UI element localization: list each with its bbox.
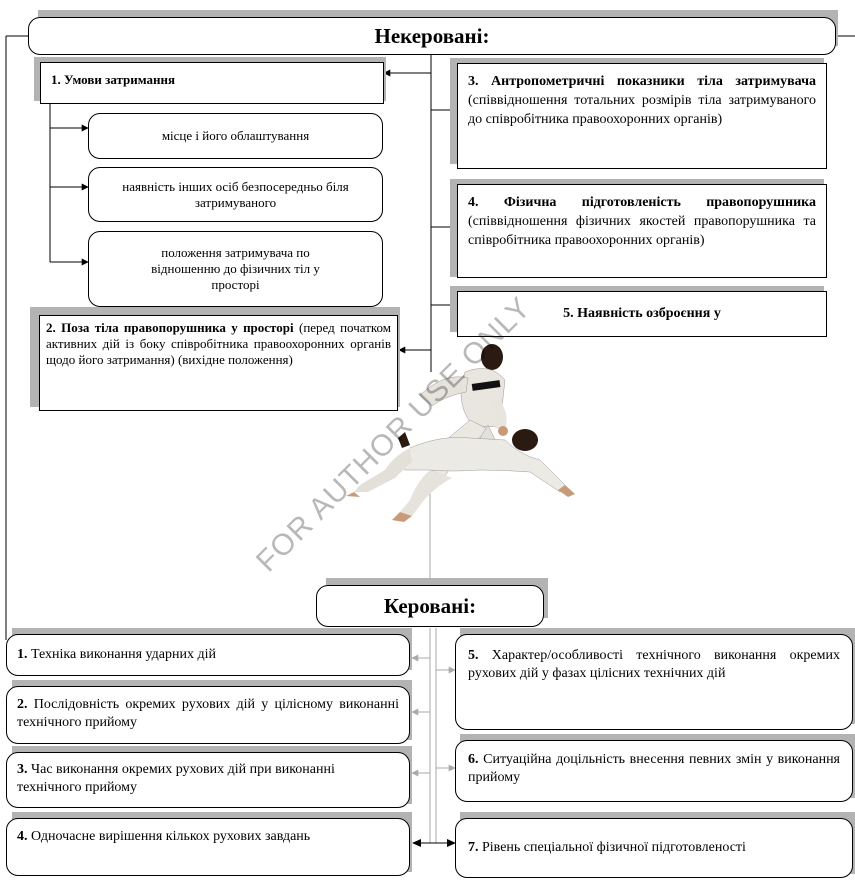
controlled-item-4: 4. Одночасне вирішення кількох рухових з… xyxy=(6,818,410,876)
armament-heading: 5. Наявність озброєння у xyxy=(563,306,721,321)
armament-box: 5. Наявність озброєння у xyxy=(457,291,827,337)
controlled-title-box: Керовані: xyxy=(316,585,544,627)
uncontrolled-title: Некеровані: xyxy=(374,23,490,48)
physical-fitness-box: 4. Фізична підготовленість правопорушник… xyxy=(457,184,827,278)
anthropometric-heading: 3. Антропометричні показники тіла затрим… xyxy=(468,74,816,89)
controlled-item-6: 6. Ситуаційна доцільність внесення певни… xyxy=(455,740,853,802)
posture-box: 2. Поза тіла правопорушника у просторі (… xyxy=(39,315,398,411)
condition-item: наявність інших осіб безпосередньо біля … xyxy=(88,167,383,222)
posture-heading: 2. Поза тіла правопорушника у просторі xyxy=(46,320,294,335)
controlled-item-2: 2. Послідовність окремих рухових дій у ц… xyxy=(6,686,410,744)
uncontrolled-title-box: Некеровані: xyxy=(28,17,836,55)
controlled-item-5: 5. Характер/особливості технічного викон… xyxy=(455,634,853,730)
condition-item: положення затримувача по відношенню до ф… xyxy=(88,231,383,307)
controlled-item-3: 3. Час виконання окремих рухових дій при… xyxy=(6,752,410,808)
conditions-heading: 1. Умови затримання xyxy=(51,72,176,87)
condition-item: місце і його облаштування xyxy=(88,113,383,159)
physical-fitness-heading: 4. Фізична підготовленість правопорушник… xyxy=(468,195,816,210)
controlled-item-7: 7. Рівень спеціальної фізичної підготовл… xyxy=(455,818,853,878)
anthropometric-box: 3. Антропометричні показники тіла затрим… xyxy=(457,63,827,169)
controlled-title: Керовані: xyxy=(383,593,477,618)
conditions-box: 1. Умови затримання xyxy=(40,62,384,104)
posture-text: (перед початком активних дій із боку спі… xyxy=(46,320,392,367)
anthropometric-text: (співвідношення тотальних розмірів тіла … xyxy=(468,93,816,127)
physical-fitness-text: (співвідношення фізичних якостей правопо… xyxy=(468,214,816,248)
controlled-item-1: 1. Техніка виконання ударних дій xyxy=(6,634,410,676)
